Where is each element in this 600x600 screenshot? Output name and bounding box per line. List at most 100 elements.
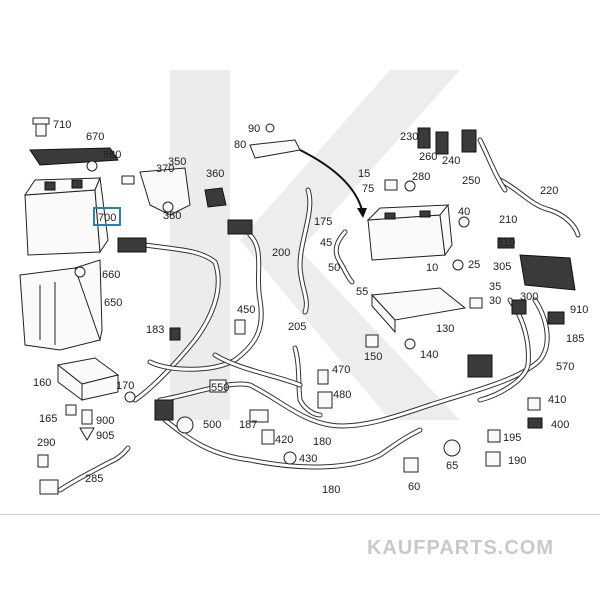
label-710: 710 [53,119,71,131]
part-410-bolt [527,397,541,411]
label-50: 50 [328,262,340,274]
brand-watermark: KAUFPARTS.COM [366,537,554,559]
part-400-clip [527,417,543,429]
part-285-cable-end [39,479,59,495]
label-35: 35 [489,281,501,293]
label-30: 30 [489,295,501,307]
part-40-nut [458,216,470,228]
label-280: 280 [412,171,430,183]
label-15: 15 [358,168,370,180]
part-710-bolt [32,117,50,137]
part-290-bolt [37,454,49,468]
part-570-module [467,354,493,378]
label-900: 900 [96,415,114,427]
connector-200 [227,219,253,235]
part-905-clip [79,427,95,441]
pointer-arrowhead [357,208,367,218]
connector-near-700 [117,237,147,253]
part-430-grommet [283,451,297,465]
part-500-grommet [176,416,194,434]
part-60-clip [403,457,419,473]
part-190-clip [485,451,501,467]
part-380-nut [162,201,174,213]
label-570: 570 [556,361,574,373]
label-25: 25 [468,259,480,271]
label-500: 500 [203,419,221,431]
part-183-connector [169,327,181,341]
part-65-grommet [443,439,461,457]
label-285: 285 [85,473,103,485]
pointer-arrow [299,149,363,211]
part-305-harness-block [519,254,576,291]
part-260-terminal [435,131,449,155]
label-80: 80 [234,139,246,151]
label-60: 60 [408,481,420,493]
footer-divider [0,514,600,515]
label-680: 680 [103,149,121,161]
label-650: 650 [104,297,122,309]
label-187: 187 [239,419,257,431]
label-170: 170 [116,380,134,392]
label-175: 175 [314,216,332,228]
part-300-connector [511,299,527,315]
part-350-bracket [139,167,191,216]
label-160: 160 [33,377,51,389]
part-450-bracket [234,319,246,335]
battery-assembly-left [24,147,119,256]
label-430: 430 [299,453,317,465]
part-900-screw [81,409,93,425]
label-250: 250 [462,175,480,187]
label-400: 400 [551,419,569,431]
label-45: 45 [320,237,332,249]
label-55: 55 [356,286,368,298]
part-230-terminal [417,127,431,149]
label-260: 260 [419,151,437,163]
label-185: 185 [566,333,584,345]
label-183: 183 [146,324,164,336]
label-450: 450 [237,304,255,316]
label-240: 240 [442,155,460,167]
label-195: 195 [503,432,521,444]
part-10-battery [366,203,453,261]
label-65: 65 [446,460,458,472]
part-75-bracket [384,179,398,191]
label-910: 910 [570,304,588,316]
part-labels: 710 670 680 370 350 360 380 700 660 650 … [33,119,588,496]
watermark-logo [170,70,460,420]
part-370-screw [121,175,135,185]
label-90: 90 [248,123,260,135]
part-90-clip [265,123,275,133]
label-150: 150 [364,351,382,363]
label-230: 230 [400,131,418,143]
part-35-screw [469,297,483,309]
label-700: 700 [98,212,116,224]
part-470-bolt [317,369,329,385]
label-360: 360 [206,168,224,180]
label-10: 10 [426,262,438,274]
part-140-nut [404,338,416,350]
part-187-bracket [249,409,269,423]
label-410: 410 [548,394,566,406]
part-170-terminal [124,391,136,403]
part-360-clip [204,187,227,208]
label-310: 310 [497,237,515,249]
label-350: 350 [168,156,186,168]
part-550-connector [209,379,227,393]
part-25-clip [452,259,464,271]
label-210: 210 [499,214,517,226]
cable-junction [154,399,174,421]
label-220: 220 [540,185,558,197]
part-195-clip [487,429,501,443]
part-165-nut [65,404,77,416]
label-75: 75 [362,183,374,195]
label-290: 290 [37,437,55,449]
label-300: 300 [520,291,538,303]
label-905: 905 [96,430,114,442]
label-670: 670 [86,131,104,143]
cable-harness [57,137,581,493]
label-165: 165 [39,413,57,425]
highlight-box-700 [93,207,121,226]
label-480: 480 [333,389,351,401]
part-480-bracket [317,391,333,409]
label-205: 205 [288,321,306,333]
